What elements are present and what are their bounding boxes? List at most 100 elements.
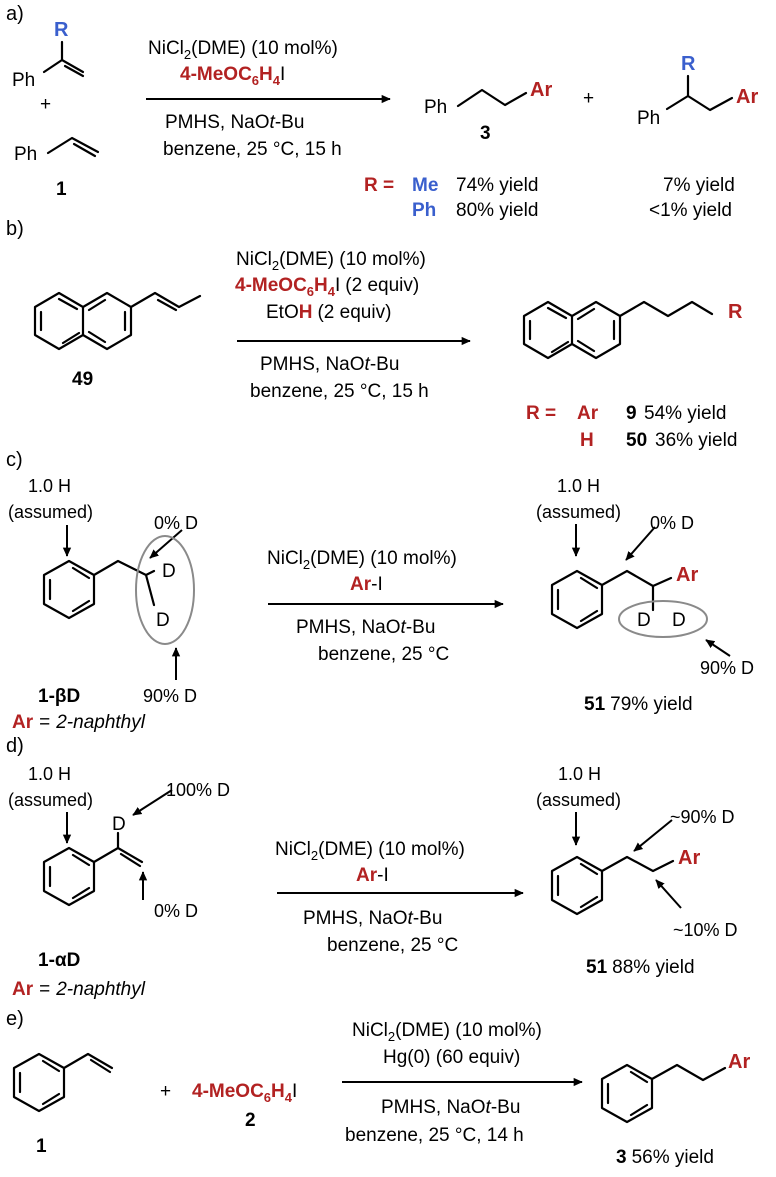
yield-table-b: R = Ar 9 54% yield H 50 36% yield <box>526 403 737 451</box>
alpha-deuterium: 100% D <box>166 780 230 800</box>
R-equals: R = <box>364 175 394 196</box>
aryl-iodide-2: 4-MeOC6H4I 2 <box>192 1081 297 1131</box>
ethanol: EtOH(2 equiv) <box>266 302 391 323</box>
aryl-iodide-formula: 4-MeOC6H4I <box>192 1081 297 1105</box>
compound-number: 1 <box>56 179 67 200</box>
compound-number: 49 <box>72 369 93 390</box>
deuterium-1: D <box>162 561 176 582</box>
compound-number: 1 <box>36 1136 47 1157</box>
R-Ar: Ar <box>577 403 599 424</box>
plus-sign: + <box>583 88 594 109</box>
conditions-b: NiCl2(DME) (10 mol%) 4-MeOC6H4I(2 equiv)… <box>235 249 471 402</box>
aryl-iodide: 4-MeOC6H4I <box>180 64 285 88</box>
vinylnaphthalene-49: 49 <box>33 291 202 390</box>
panel-a: a) R Ph + Ph 1 NiCl2(DME) (10 mol%) 4-Me… <box>6 3 758 221</box>
R-equals: R = <box>526 403 556 424</box>
beta-deuterium: 90% D <box>700 658 754 678</box>
catalyst: NiCl2(DME) (10 mol%) <box>148 38 338 62</box>
R-Me: Me <box>412 175 438 196</box>
product-Ar: Ar <box>678 847 700 869</box>
h-count: 1.0 H <box>28 764 71 784</box>
substituent-Ph: Ph <box>12 70 35 91</box>
reductant-base: PMHS, NaOt-Bu <box>260 354 399 375</box>
R-H: H <box>580 430 594 451</box>
catalyst: NiCl2(DME) (10 mol%) <box>275 839 465 863</box>
reductant-base: PMHS, NaOt-Bu <box>381 1097 520 1118</box>
styrene-beta-d: 1.0 H (assumed) 0% D D D 90% D 1-βD Ar=2… <box>8 476 198 733</box>
deuterium-2: D <box>672 610 686 631</box>
compound-number: 3 <box>480 123 491 144</box>
h-count: 1.0 H <box>558 764 601 784</box>
reductant-base: PMHS, NaOt-Bu <box>303 908 442 929</box>
product-Ar: Ar <box>676 564 698 586</box>
panel-a-label: a) <box>6 3 24 25</box>
h-assumed: (assumed) <box>8 502 93 522</box>
conditions-c: NiCl2(DME) (10 mol%) Ar-I PMHS, NaOt-Bu … <box>267 548 504 665</box>
product-Ar: Ar <box>736 86 758 108</box>
yield-3-Me: 74% yield <box>456 175 538 196</box>
product-Ar: Ar <box>728 1051 750 1073</box>
solvent-temp-time: benzene, 25 °C, 14 h <box>345 1125 524 1146</box>
h-count: 1.0 H <box>28 476 71 496</box>
product-R: R <box>728 301 743 323</box>
product-Ar: Ar <box>530 79 552 101</box>
reductant-base: PMHS, NaOt-Bu <box>165 112 304 133</box>
styrene-Ph: Ph <box>14 144 37 165</box>
compound-label: 1-αD <box>38 950 80 971</box>
panel-e: e) 1 + 4-MeOC6H4I 2 NiCl2(DME) (10 mol%)… <box>6 1008 750 1168</box>
h-count: 1.0 H <box>557 476 600 496</box>
ar-definition: Ar=2-naphthyl <box>12 979 146 1000</box>
alpha-substituted-styrene: R Ph <box>12 19 85 91</box>
conditions-e: NiCl2(DME) (10 mol%) Hg(0) (60 equiv) PM… <box>342 1020 583 1146</box>
product-Ph: Ph <box>424 97 447 118</box>
plus-sign: + <box>40 94 51 115</box>
ar-definition: Ar=2-naphthyl <box>12 712 146 733</box>
yield-branched-Ph: <1% yield <box>649 200 732 221</box>
solvent-temp-time: benzene, 25 °C, 15 h <box>250 381 429 402</box>
alpha-deuterium: 0% D <box>650 513 694 533</box>
product-R: R <box>681 53 696 75</box>
aryl-iodide: Ar-I <box>356 865 389 886</box>
aryl-iodide: 4-MeOC6H4I(2 equiv) <box>235 275 419 299</box>
solvent-temp: benzene, 25 °C <box>318 644 449 665</box>
beta-deuterium: 90% D <box>143 686 197 706</box>
deuterium-2: D <box>156 610 170 631</box>
beta-deuterium: ~10% D <box>673 920 738 940</box>
branched-product: R Ph Ar <box>637 53 758 129</box>
panel-e-label: e) <box>6 1008 24 1030</box>
panel-b-label: b) <box>6 218 24 240</box>
yield-9: 54% yield <box>644 403 726 424</box>
panel-d: d) 1.0 H (assumed) D 100% D 0% D 1-αD Ar… <box>6 735 738 1000</box>
styrene-1: Ph 1 <box>14 136 100 200</box>
beta-deuterium: 0% D <box>154 901 198 921</box>
yield-branched-Me: 7% yield <box>663 175 735 196</box>
deuterium-1: D <box>637 610 651 631</box>
solvent-temp: benzene, 25 °C <box>327 935 458 956</box>
panel-c-label: c) <box>6 449 23 471</box>
linear-product-3: Ph Ar 3 <box>424 79 552 144</box>
conditions-a: NiCl2(DME) (10 mol%) 4-MeOC6H4I PMHS, Na… <box>146 38 391 160</box>
panel-b: b) 49 NiCl2(DME) (10 mol%) 4-MeOC6H4I(2 … <box>6 218 743 451</box>
conditions-d: NiCl2(DME) (10 mol%) Ar-I PMHS, NaOt-Bu … <box>275 839 524 956</box>
deuterium: D <box>112 814 126 835</box>
compound-50: 50 <box>626 430 647 451</box>
panel-c: c) 1.0 H (assumed) 0% D D D 90% D 1-βD A… <box>6 449 754 733</box>
deuterium-ellipse <box>135 535 195 645</box>
solvent-temp-time: benzene, 25 °C, 15 h <box>163 139 342 160</box>
h-assumed: (assumed) <box>536 790 621 810</box>
styrene-1-e: 1 <box>12 1052 114 1157</box>
R-Ph: Ph <box>412 200 436 221</box>
h-assumed: (assumed) <box>536 502 621 522</box>
product-Ph: Ph <box>637 108 660 129</box>
naphthyl-product: R <box>522 300 743 360</box>
compound-label: 1-βD <box>38 686 80 707</box>
plus-sign: + <box>160 1081 171 1102</box>
substituent-R: R <box>54 19 69 41</box>
h-assumed: (assumed) <box>8 790 93 810</box>
yield-50: 36% yield <box>655 430 737 451</box>
